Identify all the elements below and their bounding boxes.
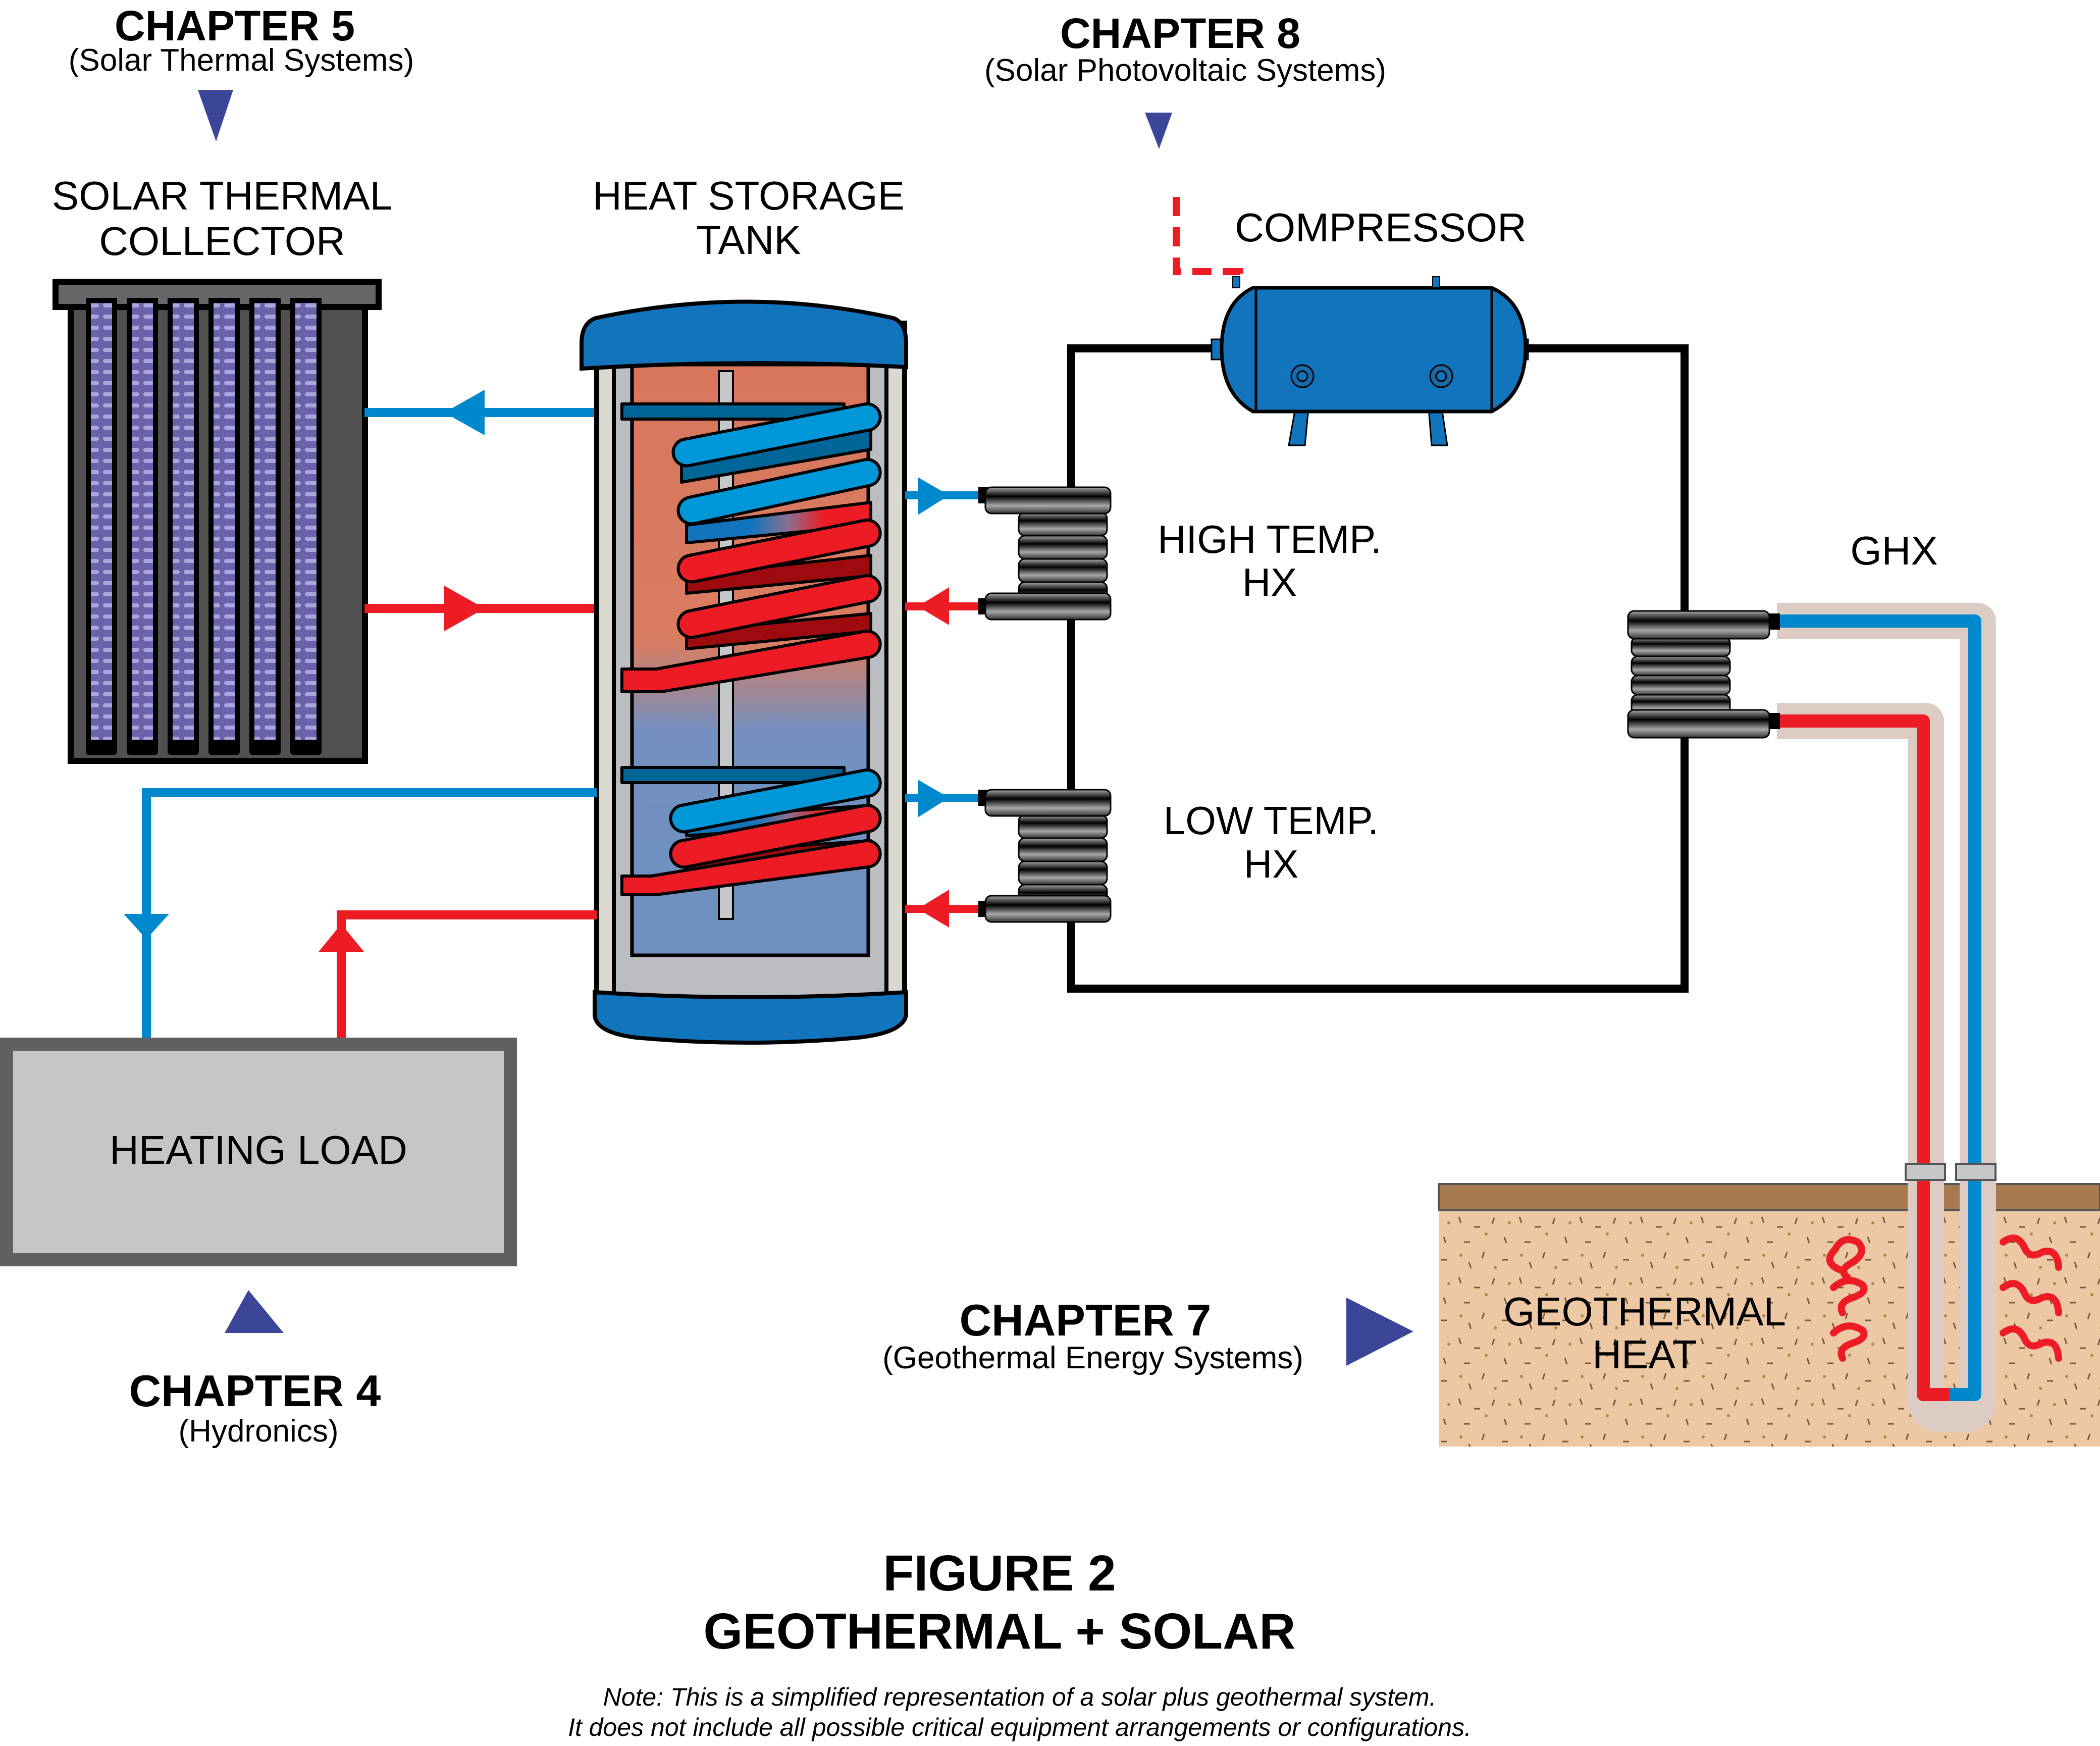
wellhead-cap <box>1905 1163 1946 1181</box>
heat-wave-icon <box>1826 1236 1865 1281</box>
high-temp-hx-pipes <box>905 477 981 625</box>
tank-label-line1: HEAT STORAGE <box>593 173 905 218</box>
tank-top-cap <box>580 299 908 371</box>
collector-tube <box>249 298 281 751</box>
figure-note-line2: It does not include all possible critica… <box>568 1713 1472 1741</box>
heating-supply-pipe <box>124 788 597 1040</box>
compressor-port-icon <box>1290 364 1315 388</box>
chapter-5-subtitle: (Solar Thermal Systems) <box>69 43 414 78</box>
refrigerant-loop <box>1067 344 1689 993</box>
heating-load-label: HEATING LOAD <box>110 1127 407 1172</box>
chapter-5-title: CHAPTER 5 <box>115 2 355 49</box>
arrow-left-icon <box>918 587 949 625</box>
heat-wave-icon <box>2000 1235 2062 1271</box>
figure-note-line1: Note: This is a simplified representatio… <box>603 1683 1437 1711</box>
chapter-7-title: CHAPTER 7 <box>960 1295 1212 1345</box>
chapter-4-subtitle: (Hydronics) <box>179 1414 339 1449</box>
collector-tube <box>86 298 117 751</box>
high-temp-hx-label-line1: HIGH TEMP. <box>1158 517 1382 561</box>
arrow-left-icon <box>444 390 485 435</box>
tank-bottom-cap <box>593 990 908 1045</box>
arrow-up-icon <box>319 924 364 952</box>
chapter-8-title: CHAPTER 8 <box>1060 10 1300 57</box>
low-temp-hx-label-line2: HX <box>1244 842 1298 886</box>
chapter-8-marker-icon <box>1145 113 1172 149</box>
figure-title: GEOTHERMAL + SOLAR <box>703 1603 1295 1660</box>
chapter-8-callout: CHAPTER 8 (Solar Photovoltaic Systems) <box>984 10 1386 283</box>
arrow-right-icon <box>444 586 485 631</box>
chapter-5-marker-icon <box>198 90 233 141</box>
chapter-4-marker-icon <box>225 1290 284 1333</box>
chapter-7-marker-icon <box>1346 1298 1413 1366</box>
chapter-7-callout: CHAPTER 7 (Geothermal Energy Systems) <box>882 1295 1413 1375</box>
ground-section: GEOTHERMAL HEAT <box>1438 1161 2100 1447</box>
heat-storage-tank <box>580 299 908 1045</box>
topsoil-layer <box>1438 1183 2100 1211</box>
collector-tube <box>127 298 158 751</box>
upper-coil <box>620 402 882 693</box>
heat-wave-icon <box>2000 1325 2062 1362</box>
low-temp-hx <box>978 789 1112 923</box>
collector-label-line2: COLLECTOR <box>99 219 345 264</box>
arrow-right-icon <box>918 477 949 515</box>
figure-number: FIGURE 2 <box>883 1545 1116 1602</box>
high-temp-hx <box>978 486 1112 621</box>
arrow-down-icon <box>124 914 169 939</box>
evacuated-tubes <box>86 298 322 755</box>
chapter-4-callout: CHAPTER 4 (Hydronics) <box>129 1290 381 1449</box>
heat-wave-icon <box>2000 1280 2062 1316</box>
heat-wave-icon <box>1830 1322 1868 1362</box>
heating-return-pipe <box>319 910 597 1040</box>
collector-supply-pipe <box>364 586 597 631</box>
chapter-5-callout: CHAPTER 5 (Solar Thermal Systems) <box>69 2 414 141</box>
chapter-8-subtitle: (Solar Photovoltaic Systems) <box>984 53 1386 88</box>
solar-thermal-collector <box>52 279 382 764</box>
collector-return-pipe <box>364 390 597 435</box>
compressor-port-icon <box>1429 364 1453 388</box>
compressor <box>1211 276 1529 446</box>
collector-tube <box>208 298 240 751</box>
lower-coil <box>620 766 882 896</box>
tank-label-line2: TANK <box>696 218 801 263</box>
heat-wave-icons <box>1826 1235 2062 1362</box>
compressor-label: COMPRESSOR <box>1235 205 1527 250</box>
high-temp-hx-label-line2: HX <box>1242 560 1297 604</box>
collector-label-line1: SOLAR THERMAL <box>52 173 392 218</box>
geothermal-heat-label-line1: GEOTHERMAL <box>1503 1289 1786 1334</box>
chapter-7-subtitle: (Geothermal Energy Systems) <box>882 1341 1303 1375</box>
collector-tube <box>168 298 199 751</box>
figure-caption: FIGURE 2 GEOTHERMAL + SOLAR Note: This i… <box>568 1545 1472 1741</box>
chapter-4-title: CHAPTER 4 <box>129 1366 381 1416</box>
arrow-left-icon <box>918 890 949 928</box>
ghx-label: GHX <box>1850 528 1937 573</box>
power-line-dashed <box>1173 197 1243 283</box>
geothermal-heat-label-line2: HEAT <box>1592 1332 1697 1377</box>
arrow-right-icon <box>918 780 949 817</box>
low-temp-hx-pipes <box>905 780 981 928</box>
ghx-exchanger <box>1627 610 1780 739</box>
collector-tube <box>290 298 322 751</box>
wellhead-cap <box>1955 1163 1997 1181</box>
low-temp-hx-label-line1: LOW TEMP. <box>1164 798 1379 843</box>
heat-wave-icon <box>1830 1277 1868 1316</box>
heating-load: HEATING LOAD <box>0 1038 517 1266</box>
